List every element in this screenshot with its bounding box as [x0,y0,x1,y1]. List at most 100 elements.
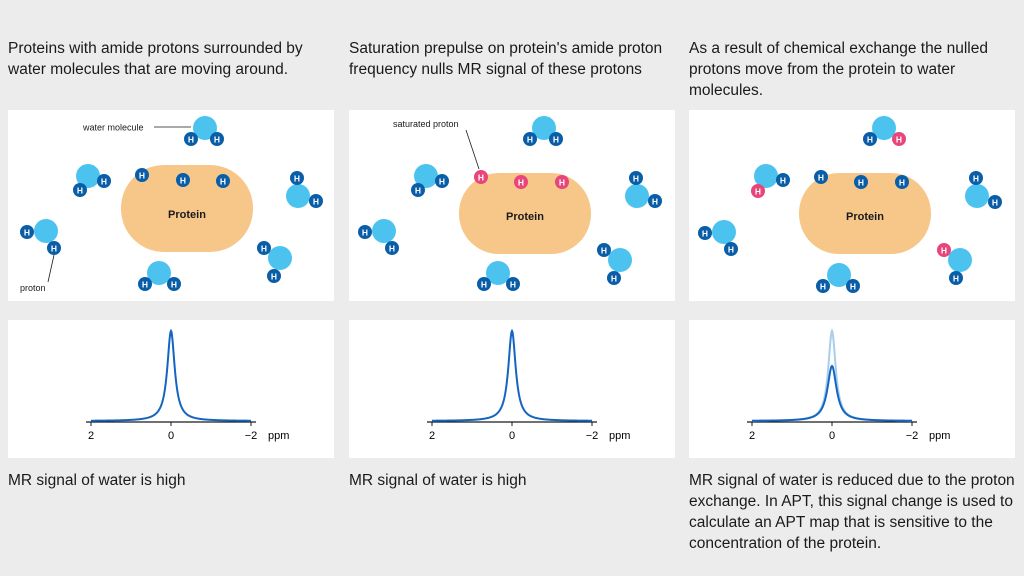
svg-text:H: H [633,174,639,184]
water-molecule: H H [523,116,563,146]
water-molecule: H H [477,261,520,291]
svg-text:H: H [702,229,708,239]
callout-line [465,129,480,170]
svg-text:H: H [510,280,516,290]
svg-text:H: H [780,176,786,186]
svg-text:H: H [51,244,57,254]
svg-text:H: H [261,244,267,254]
protein-label: Protein [506,211,544,223]
protein-label: Protein [168,209,206,221]
svg-text:H: H [481,280,487,290]
svg-text:H: H [294,174,300,184]
caption-top: Saturation prepulse on protein's amide p… [349,40,663,78]
svg-text:H: H [139,171,145,181]
spectrum-panel: 2 0 −2 ppm [8,320,334,458]
amide-proton: H [135,168,149,182]
svg-text:H: H [518,178,524,188]
svg-text:H: H [728,245,734,255]
water-molecule: H H [358,219,399,255]
svg-text:H: H [896,135,902,145]
svg-text:H: H [818,173,824,183]
molecule-panel: Protein H H H H H H H H H H H [689,110,1015,301]
tick-label: 2 [88,430,94,442]
svg-text:H: H [601,246,607,256]
water-molecule: H H [863,116,906,146]
svg-text:H: H [559,178,565,188]
exchanged-proton [892,132,906,146]
molecule-panel: Protein H H H H H H H H H H H [349,110,675,301]
amide-proton: H [895,175,909,189]
water-molecule: H H [625,171,662,208]
water-molecule: H H [257,241,292,283]
svg-text:H: H [992,198,998,208]
reduced-signal-peak [752,364,912,422]
svg-text:H: H [553,135,559,145]
tick-label: 2 [429,430,435,442]
spectrum-plot: 2 0 −2 ppm [427,328,630,442]
svg-text:H: H [214,135,220,145]
svg-text:H: H [953,274,959,284]
water-signal-peak [431,328,593,422]
water-molecule: H H [286,171,323,208]
caption-bottom: MR signal of water is reduced due to the… [689,472,1015,552]
svg-text:H: H [271,272,277,282]
tick-label: 0 [829,430,835,442]
molecule-diagram: Protein H H H H H H H H H H H [358,116,662,291]
protein-shape [459,173,591,254]
exchanged-proton [937,243,951,257]
svg-text:H: H [389,244,395,254]
svg-text:H: H [415,186,421,196]
svg-text:H: H [24,228,30,238]
exchanged-proton [751,184,765,198]
svg-text:H: H [101,177,107,187]
spectrum-panel: 2 0 −2 ppm [689,320,1015,458]
water-molecule: H H [597,243,632,285]
svg-text:H: H [820,282,826,292]
column-3: As a result of chemical exchange the nul… [689,0,1015,576]
water-molecule: H H [20,219,61,255]
oxygen-atom [193,116,217,140]
water-molecule: H H [184,116,224,146]
svg-text:H: H [142,280,148,290]
axis-unit: ppm [268,430,289,442]
original-signal-peak [751,328,913,422]
svg-text:H: H [611,274,617,284]
tick-label: −2 [586,430,599,442]
protein-label: Protein [846,211,884,223]
tick-label: 0 [509,430,515,442]
water-molecule: H H [73,164,111,197]
spectrum-plot: 2 0 −2 ppm [747,328,950,442]
callout-water-molecule: water molecule [82,123,144,133]
svg-text:H: H [180,176,186,186]
svg-text:H: H [220,177,226,187]
svg-text:H: H [652,197,658,207]
svg-text:H: H [755,187,761,197]
protein-shape [799,173,931,254]
svg-text:H: H [527,135,533,145]
molecule-panel: Protein H H H H H H H H H H H [8,110,334,301]
svg-text:H: H [77,186,83,196]
callout-line [47,254,55,283]
svg-text:H: H [478,173,484,183]
svg-text:H: H [973,174,979,184]
tick-label: −2 [906,430,919,442]
column-2: Saturation prepulse on protein's amide p… [349,0,675,576]
water-molecule: H H [965,171,1002,209]
caption-bottom: MR signal of water is high [8,472,186,489]
svg-text:H: H [439,177,445,187]
water-molecule: H H [937,243,972,285]
svg-text:H: H [188,135,194,145]
water-molecule: H H [138,261,181,291]
svg-text:H: H [867,135,873,145]
svg-text:H: H [899,178,905,188]
tick-label: −2 [245,430,258,442]
molecule-diagram: Protein H H H H H H H H H H H [20,116,323,293]
saturated-proton: H [474,170,488,184]
svg-text:H: H [171,280,177,290]
water-molecule: H H [698,220,738,256]
axis-unit: ppm [609,430,630,442]
svg-text:H: H [313,197,319,207]
amide-proton: H [176,173,190,187]
callout-saturated-proton: saturated proton [393,119,459,129]
caption-bottom: MR signal of water is high [349,472,527,489]
